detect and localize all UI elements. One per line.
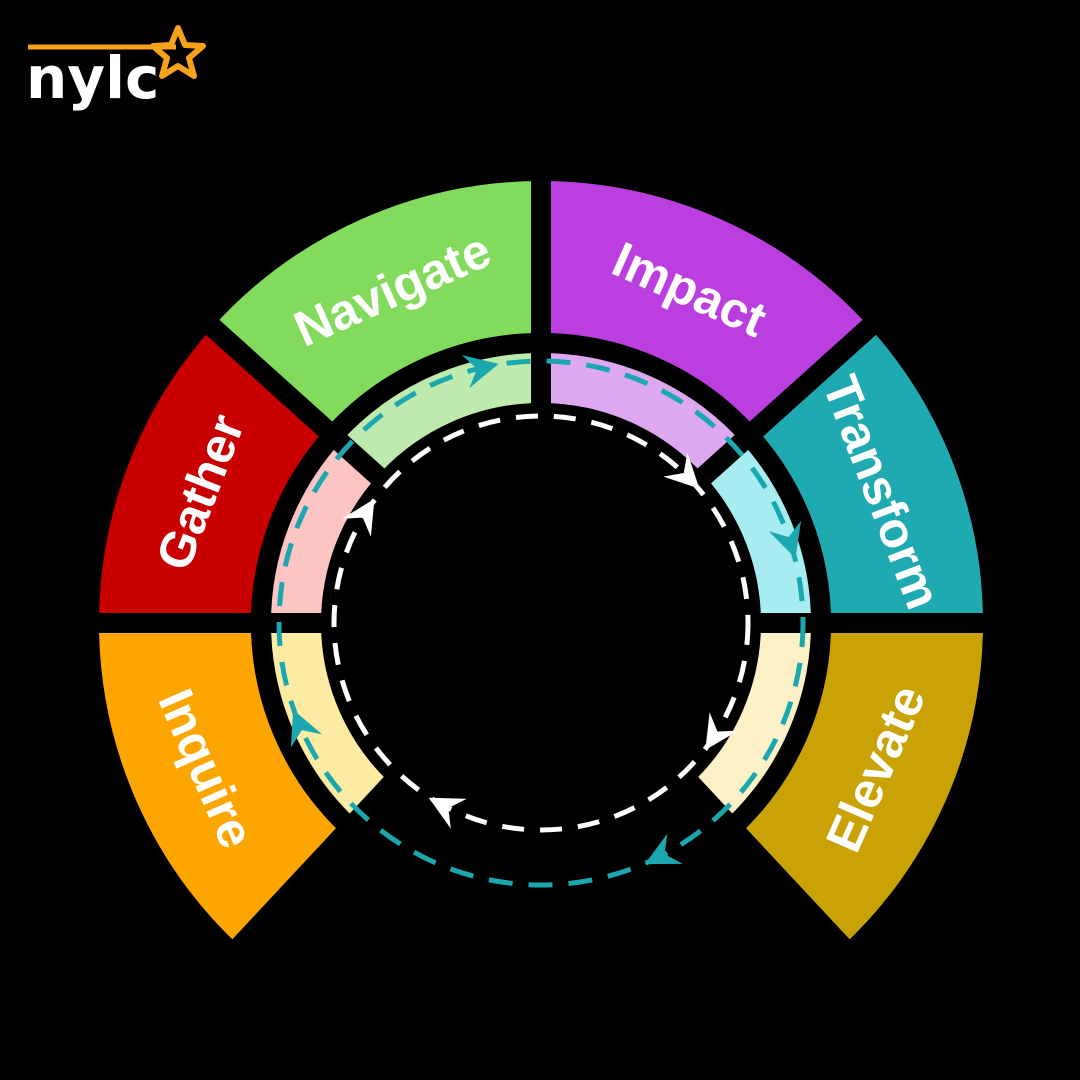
logo-wordmark: nylc [26,44,159,112]
segment-inquire-inner-band [250,613,412,842]
inner-cycle-arrowhead [428,797,467,829]
outer-cycle-arrowhead [768,520,802,559]
outer-cycle-arrowhead [290,709,323,748]
nylc-logo: nylc [26,25,206,112]
inner-cycle-arrowhead [663,452,700,489]
outer-cycle-path [276,358,806,888]
segment-transform-inner-band [682,421,832,633]
segments-outer [78,160,1004,968]
segments-inner [250,332,832,842]
inner-cycle-arrowhead [342,498,375,537]
segment-impact-inner-band [531,332,764,497]
star-icon [150,25,206,79]
inner-cycle-arrowhead [705,712,739,750]
outer-cycle-arrowhead [644,833,683,865]
inner-cycle-path [331,413,751,833]
cycle-arrows [276,354,806,888]
outer-cycle-arrowhead [461,354,499,389]
